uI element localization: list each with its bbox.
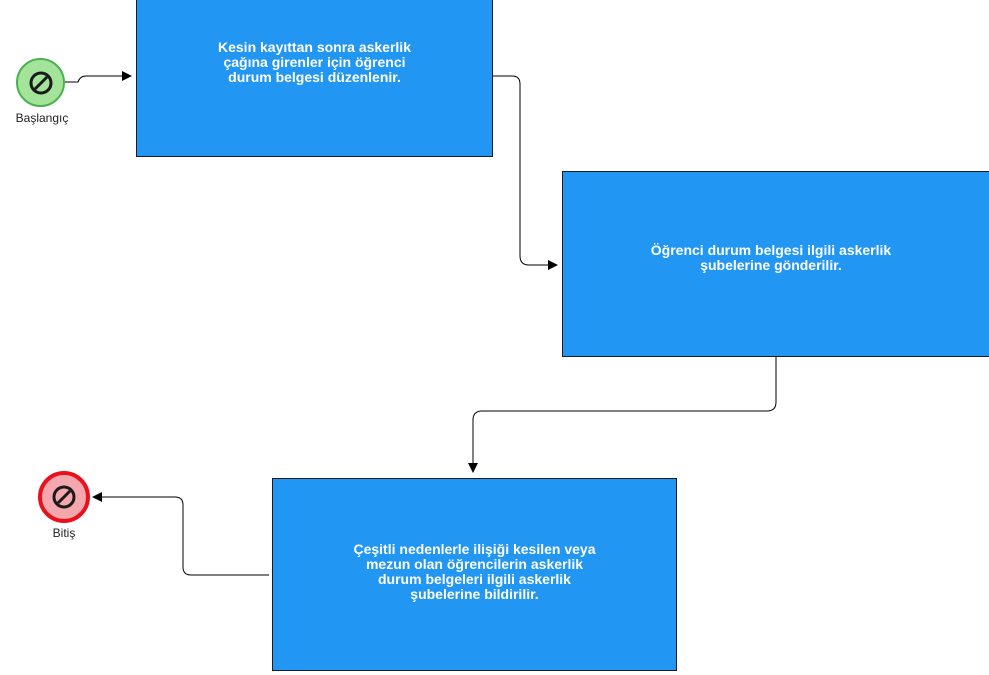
flow-task-1-to-task-2[interactable] [493, 75, 558, 270]
task-2-text: Öğrenci durum belgesi ilgili askerlik şu… [650, 242, 892, 273]
task-3[interactable]: Çeşitli nedenlerle ilişiği kesilen veya … [272, 478, 677, 671]
end-event[interactable] [38, 471, 90, 523]
start-event-label: Başlangıç [15, 111, 69, 125]
cancel-circle-icon [29, 71, 52, 94]
task-1-text: Kesin kayıttan sonra askerlik çağına gir… [218, 39, 411, 85]
flow-task-3-to-end[interactable] [92, 492, 269, 576]
end-event-label: Bitiş [52, 526, 76, 540]
task-1[interactable]: Kesin kayıttan sonra askerlik çağına gir… [136, 0, 493, 157]
flow-start-to-task-1[interactable] [65, 71, 132, 83]
cancel-circle-icon [52, 485, 76, 509]
task-2[interactable]: Öğrenci durum belgesi ilgili askerlik şu… [562, 171, 989, 357]
task-3-text: Çeşitli nedenlerle ilişiği kesilen veya … [353, 540, 596, 602]
start-event[interactable] [16, 58, 65, 107]
flow-task-2-to-task-3[interactable] [468, 357, 777, 473]
